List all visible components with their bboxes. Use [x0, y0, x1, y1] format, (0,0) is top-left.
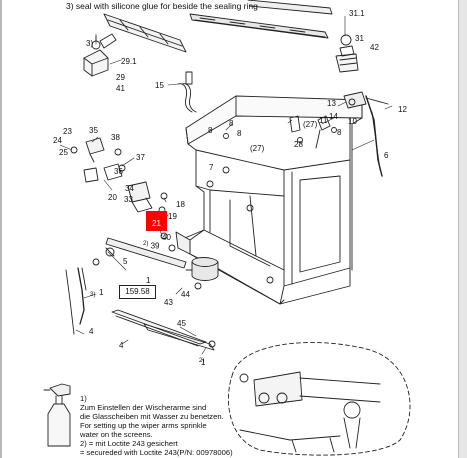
callout-25: 25 — [59, 148, 68, 157]
callout-4a: 4 — [89, 327, 94, 336]
note-de-line2: die Glasscheiben mit Wasser zu benetzen. — [80, 412, 224, 421]
callout-19: 19 — [168, 212, 177, 221]
footnote-2-marker: 2) — [143, 241, 149, 247]
note-loctite-en: = secureded with Loctite 243(P/N: 009780… — [80, 448, 233, 457]
footnotes: 1) Zum Einstellen der Wischerarme sind d… — [80, 394, 233, 457]
callout-2-39: 2) 39 — [143, 240, 159, 251]
note-en-line2: water on the screens. — [80, 430, 153, 439]
dimension-label: 159.58 — [119, 285, 156, 299]
callout-10: 10 — [348, 117, 357, 126]
callout-1: 1 — [146, 276, 151, 285]
top-wiper-blade — [189, 0, 333, 39]
wiper-motor-1 — [185, 257, 219, 290]
highlighted-part-marker[interactable]: 21 — [146, 211, 167, 231]
callout-44: 44 — [181, 290, 190, 299]
callout-12: 12 — [398, 105, 407, 114]
callout-34: 34 — [125, 184, 134, 193]
callout-43: 43 — [164, 298, 173, 307]
callout-23: 23 — [63, 127, 72, 136]
right-wiper-arm — [365, 95, 383, 177]
callout-6: 6 — [384, 151, 389, 160]
part-28 — [289, 115, 301, 133]
highlighted-part-label: 21 — [152, 219, 161, 228]
callout-15: 15 — [155, 81, 164, 90]
callout-11: 11 — [319, 116, 328, 125]
relay-35 — [85, 137, 105, 163]
callout-35: 35 — [89, 126, 98, 135]
relay-33-34 — [83, 163, 153, 213]
detail-view — [228, 342, 411, 456]
wiper-blade-4 — [65, 269, 207, 347]
callout-8b: 8 — [208, 126, 213, 135]
footnote-2-bottom-marker: 2) — [199, 358, 205, 364]
callout-3-left: 3) — [90, 291, 95, 302]
wiper-linkage-5 — [105, 237, 187, 269]
callout-33: 33 — [124, 195, 133, 204]
right-scrollbar[interactable] — [458, 0, 467, 458]
callout-8c: 8 — [237, 129, 242, 138]
callout-39: 39 — [150, 241, 160, 251]
wiper-arm-45 — [143, 323, 216, 351]
callout-3-top: 3) — [86, 39, 94, 48]
callout-28: 28 — [294, 140, 303, 149]
callout-5: 5 — [123, 257, 128, 266]
top-wiper-arm-strip — [103, 13, 187, 53]
callout-18: 18 — [176, 200, 185, 209]
callout-2-bottom: 2) — [199, 357, 204, 368]
wiper-motor-14 — [343, 91, 389, 109]
callout-8d: 8 — [337, 128, 342, 137]
callout-14: 14 — [329, 112, 338, 121]
callout-29-1: 29.1 — [121, 57, 137, 66]
callout-1-bottom: 1 — [201, 358, 206, 367]
callout-4b: 4 — [119, 341, 124, 350]
callout-40: 40 — [162, 233, 171, 242]
leader-lines — [59, 15, 393, 355]
callout-45: 45 — [177, 319, 186, 328]
note-de-line1: Zum Einstellen der Wischerarme sind — [80, 403, 207, 412]
callout-24: 24 — [53, 136, 62, 145]
left-wiper-arm-3 — [77, 258, 100, 325]
bracket-11 — [315, 115, 331, 149]
note-1-marker: 1) — [80, 394, 87, 403]
left-frame-edge — [0, 0, 2, 458]
callout-27b: (27) — [303, 120, 318, 129]
header-note: 3) seal with silicone glue for beside th… — [66, 1, 258, 11]
callout-31-1: 31.1 — [349, 9, 365, 18]
callout-31: 31 — [355, 34, 364, 43]
callout-37: 37 — [136, 153, 145, 162]
callout-27a: (27) — [250, 144, 265, 153]
callout-41: 41 — [116, 84, 125, 93]
hose-15 — [177, 71, 197, 113]
callout-7: 7 — [209, 163, 214, 172]
small-screws — [70, 146, 230, 252]
callout-38: 38 — [111, 133, 120, 142]
callout-42: 42 — [370, 43, 379, 52]
footnote-3-marker: 3) — [90, 292, 96, 298]
lamp-31 — [335, 34, 359, 73]
callout-13: 13 — [327, 99, 336, 108]
note-en-line1: For setting up the wiper arms sprinkle — [80, 421, 207, 430]
cab-frame — [175, 95, 363, 305]
spray-bottle — [43, 383, 71, 447]
callout-1-left: 1 — [99, 288, 104, 297]
callout-20: 20 — [108, 193, 117, 202]
callout-8a: 8 — [229, 119, 234, 128]
callout-29: 29 — [116, 73, 125, 82]
callout-36: 36 — [114, 167, 123, 176]
note-loctite-de: 2) = mit Loctite 243 gesichert — [80, 439, 178, 448]
